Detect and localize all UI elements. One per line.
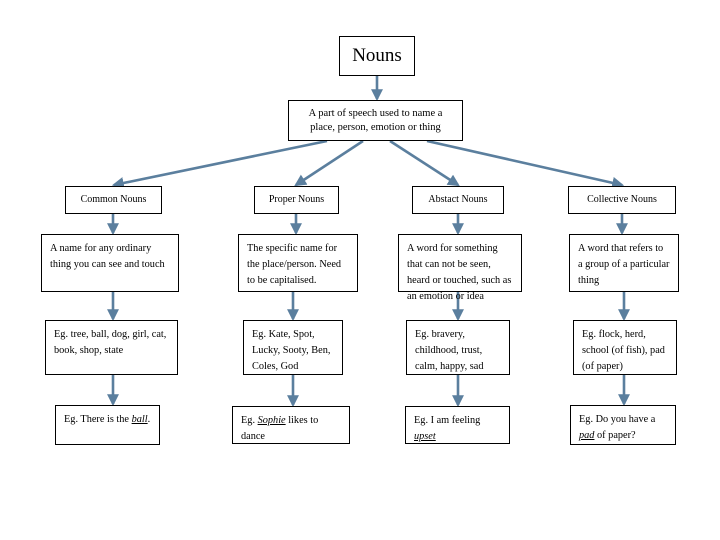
sentence-prefix-3: Eg. I am feeling	[414, 415, 481, 426]
node-examples-abstact-nouns: Eg. bravery, childhood, trust, calm, hap…	[406, 320, 510, 375]
sentence-suffix-4: of paper?	[594, 430, 636, 441]
node-title: Nouns	[339, 36, 415, 76]
category-sentence-4: Eg. Do you have a pad of paper?	[579, 412, 667, 444]
node-description-abstact-nouns: A word for something that can not be see…	[398, 234, 522, 302]
node-description-common-nouns: A name for any ordinary thing you can se…	[41, 234, 179, 292]
category-description-2: The specific name for the place/person. …	[247, 243, 342, 286]
sentence-highlight-2: Sophie	[257, 415, 286, 426]
node-description-proper-nouns: The specific name for the place/person. …	[238, 234, 358, 292]
category-sentence-3: Eg. I am feeling upset	[414, 413, 501, 445]
category-sentence-2: Eg. Sophie likes to dance	[241, 413, 341, 445]
node-sentence-common-nouns: Eg. There is the ball.	[55, 405, 160, 445]
sentence-suffix-2: likes to dance	[241, 415, 319, 442]
sentence-prefix-2: Eg.	[241, 415, 258, 426]
title-text: Nouns	[352, 45, 402, 66]
node-sentence-collective-nouns: Eg. Do you have a pad of paper?	[570, 405, 676, 445]
category-description-4: A word that refers to a group of a parti…	[578, 243, 670, 286]
sentence-prefix-1: Eg. There is the	[64, 414, 132, 425]
category-examples-1: Eg. tree, ball, dog, girl, cat, book, sh…	[54, 329, 167, 356]
node-sentence-abstact-nouns: Eg. I am feeling upset	[405, 406, 510, 444]
category-name-1: Common Nouns	[80, 194, 147, 205]
node-category-proper-nouns: Proper Nouns	[254, 186, 339, 214]
category-examples-4: Eg. flock, herd, school (of fish), pad (…	[582, 329, 665, 372]
node-definition: A part of speech used to name a place, p…	[288, 100, 463, 141]
connector-definition-to-collective	[426, 139, 625, 189]
category-sentence-1: Eg. There is the ball.	[64, 412, 151, 428]
connector-definition-to-common	[111, 139, 328, 189]
node-examples-proper-nouns: Eg. Kate, Spot, Lucky, Sooty, Ben, Coles…	[243, 320, 343, 375]
connector-definition-to-abstact	[389, 139, 460, 187]
category-name-3: Abstact Nouns	[428, 194, 488, 205]
node-examples-common-nouns: Eg. tree, ball, dog, girl, cat, book, sh…	[45, 320, 178, 375]
sentence-highlight-1: ball	[131, 414, 148, 425]
node-sentence-proper-nouns: Eg. Sophie likes to dance	[232, 406, 350, 444]
sentence-highlight-3: upset	[414, 431, 436, 442]
category-name-2: Proper Nouns	[268, 194, 325, 205]
sentence-prefix-4: Eg. Do you have a	[579, 414, 656, 425]
definition-text: A part of speech used to name a place, p…	[308, 107, 443, 133]
sentence-highlight-4: pad	[579, 430, 595, 441]
node-category-common-nouns: Common Nouns	[65, 186, 162, 214]
category-name-4: Collective Nouns	[587, 194, 657, 205]
category-description-1: A name for any ordinary thing you can se…	[50, 243, 165, 270]
sentence-suffix-1: .	[147, 414, 151, 425]
node-description-collective-nouns: A word that refers to a group of a parti…	[569, 234, 679, 292]
node-category-abstact-nouns: Abstact Nouns	[412, 186, 504, 214]
category-examples-2: Eg. Kate, Spot, Lucky, Sooty, Ben, Coles…	[252, 329, 331, 372]
category-description-3: A word for something that can not be see…	[407, 243, 512, 302]
node-category-collective-nouns: Collective Nouns	[568, 186, 676, 214]
connector-definition-to-proper	[294, 139, 364, 187]
category-examples-3: Eg. bravery, childhood, trust, calm, hap…	[415, 329, 484, 372]
node-examples-collective-nouns: Eg. flock, herd, school (of fish), pad (…	[573, 320, 677, 375]
